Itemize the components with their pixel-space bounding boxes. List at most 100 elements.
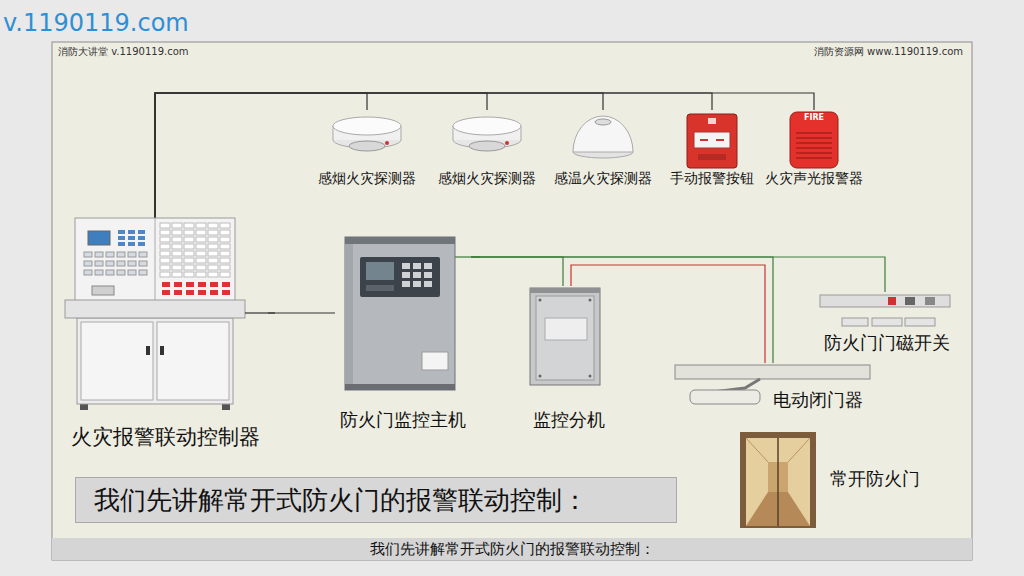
device-part — [184, 272, 194, 277]
signal-wire — [155, 93, 814, 218]
device-part — [402, 263, 410, 269]
device-part — [345, 237, 455, 244]
device-part — [222, 282, 230, 287]
device-label: 感烟火灾探测器 — [438, 170, 536, 187]
device-part — [345, 384, 455, 390]
device-part — [796, 132, 832, 134]
device-part — [740, 432, 816, 528]
manual-call-point: 手动报警按钮 — [662, 110, 762, 192]
device-part — [675, 365, 870, 379]
device-part — [796, 137, 832, 139]
device-part — [172, 237, 182, 242]
device-part — [424, 272, 432, 278]
device-part — [220, 230, 230, 235]
device-part — [106, 270, 114, 275]
device-part — [905, 297, 915, 305]
device-part — [402, 281, 410, 287]
device-part — [95, 270, 103, 275]
device-part — [160, 272, 170, 277]
device-label: 手动报警按钮 — [670, 170, 754, 187]
device-part — [345, 244, 353, 384]
device-part — [174, 290, 182, 295]
device-part — [196, 223, 206, 228]
device-part — [790, 112, 838, 168]
device-part — [117, 261, 125, 266]
device-screw — [589, 299, 592, 302]
device-part — [84, 261, 92, 266]
device-part — [796, 157, 832, 159]
device-part — [95, 252, 103, 257]
narration-box: 我们先讲解常开式防火门的报警联动控制： — [75, 477, 677, 523]
device-part — [95, 261, 103, 266]
device-part — [905, 318, 935, 326]
device-part — [842, 318, 868, 326]
device-part — [746, 438, 810, 526]
device-part — [196, 272, 206, 277]
device-part — [160, 223, 170, 228]
device-part — [184, 258, 194, 263]
device-illustration — [335, 237, 471, 434]
device-part — [424, 281, 432, 287]
heat-detector: 感温火灾探测器 — [551, 110, 655, 192]
device-part — [220, 251, 230, 256]
device-part — [220, 258, 230, 263]
slide-panel — [52, 42, 972, 560]
device-part — [196, 244, 206, 249]
device-part — [208, 258, 218, 263]
device-part — [186, 282, 194, 287]
device-part — [128, 261, 136, 266]
device-label: 监控分机 — [533, 409, 605, 431]
device-part — [208, 251, 218, 256]
device-part — [820, 295, 950, 307]
device-part — [208, 237, 218, 242]
device-label: 我们先讲解常开式防火门的报警联动控制： — [94, 485, 588, 516]
device-label: 电动闭门器 — [773, 389, 863, 411]
device-part — [220, 265, 230, 270]
device-part — [196, 265, 206, 270]
device-part — [184, 244, 194, 249]
device-part — [208, 230, 218, 235]
device-part — [160, 265, 170, 270]
device-label: 防火门监控主机 — [340, 409, 466, 431]
smoke-detector: 感烟火灾探测器 — [315, 110, 419, 192]
device-part — [690, 390, 760, 404]
device-part — [208, 244, 218, 249]
device-part — [198, 282, 206, 287]
device-part — [117, 252, 125, 257]
device-part — [424, 263, 432, 269]
device-part — [536, 296, 594, 380]
device-label: 常开防火门 — [830, 468, 920, 490]
device-part — [196, 237, 206, 242]
device-part — [174, 282, 182, 287]
device-part — [333, 117, 401, 135]
device-part — [210, 282, 218, 287]
device-part — [708, 118, 716, 124]
device-part — [349, 141, 385, 151]
device-part — [530, 288, 600, 293]
device-part — [788, 438, 810, 462]
device-screw — [539, 375, 542, 378]
device-part — [208, 223, 218, 228]
monitor-substation: 监控分机 — [527, 286, 611, 434]
device-part — [716, 139, 724, 141]
device-part — [160, 346, 164, 355]
device-part — [208, 265, 218, 270]
device-part — [220, 237, 230, 242]
device-part — [172, 265, 182, 270]
door-monitor-host: 防火门监控主机 — [335, 237, 471, 434]
device-part — [700, 139, 708, 141]
device-part — [128, 236, 135, 240]
device-screw — [589, 375, 592, 378]
device-led — [385, 141, 389, 145]
device-part — [77, 318, 233, 404]
device-part — [530, 288, 600, 385]
device-part — [106, 261, 114, 266]
device-screw — [539, 299, 542, 302]
device-part — [595, 119, 611, 125]
device-part — [162, 282, 170, 287]
device-part — [796, 142, 832, 144]
device-part — [208, 272, 218, 277]
device-part — [139, 252, 147, 257]
device-marking: FIRE — [790, 113, 838, 123]
smoke-detector: 感烟火灾探测器 — [435, 110, 539, 192]
